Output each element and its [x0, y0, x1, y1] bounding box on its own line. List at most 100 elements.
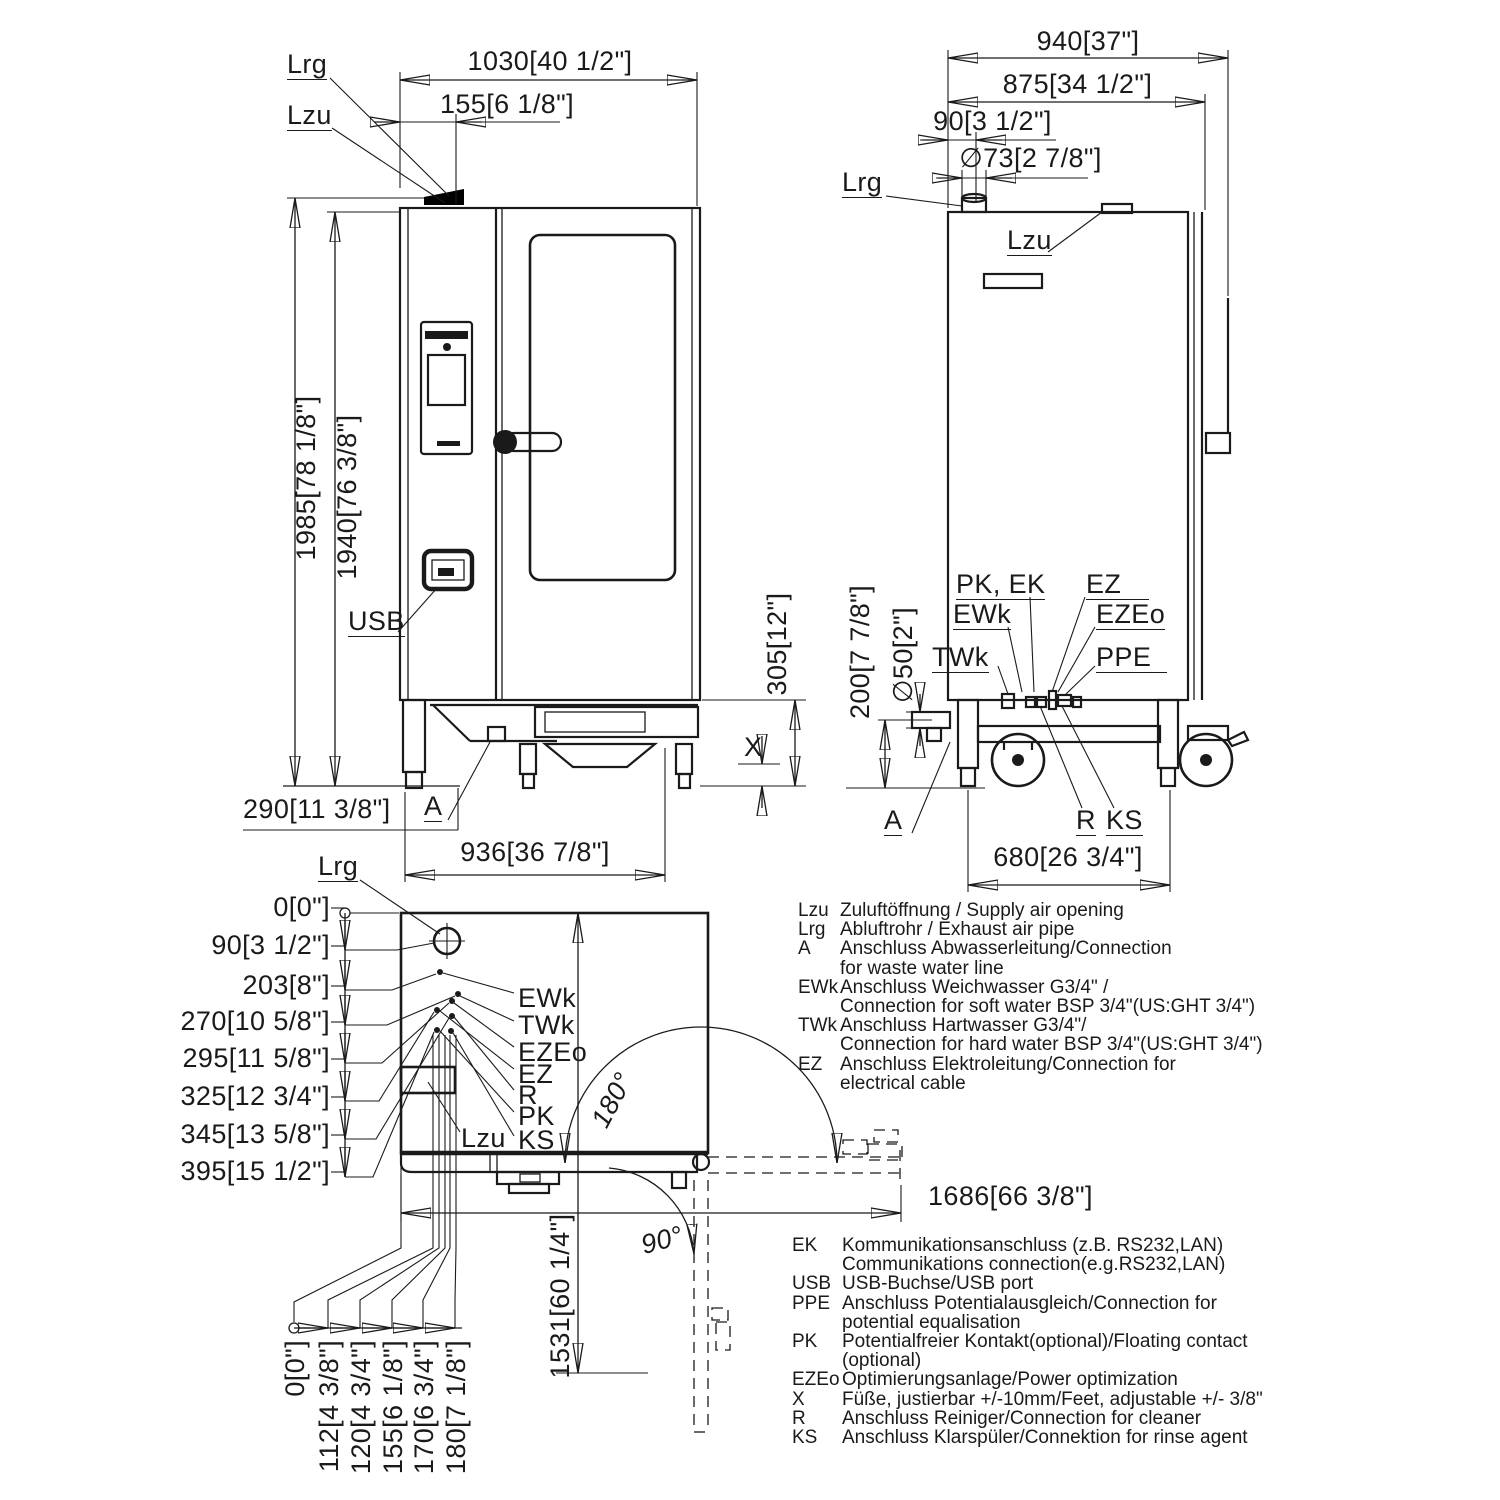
legend-row: USB USB-Buchse/USB port: [792, 1274, 1312, 1293]
front-usb-label: USB: [348, 606, 405, 637]
legend-row: EK Kommunikationsanschluss (z.B. RS232,LA…: [792, 1235, 1312, 1276]
top-bottom-ordinate-dim: 180[7 1/8"]: [441, 1340, 471, 1475]
side-caster-span-dim: 680[26 3/4"]: [993, 842, 1143, 872]
side-cleaner-label: R: [1076, 805, 1096, 836]
front-lzu-label: Lzu: [287, 100, 332, 131]
top-connection-label: KS: [518, 1125, 555, 1155]
top-bottom-ordinate-dim: 155[6 1/8"]: [378, 1340, 408, 1475]
legend-row: X Füße, justierbar +/-10mm/Feet, adjustab…: [792, 1388, 1312, 1410]
front-feet-adjust-label: X: [744, 732, 763, 762]
side-depth-total-dim: 940[37"]: [1036, 26, 1140, 56]
side-pk-ek-label: PK, EK: [956, 569, 1046, 600]
legend-key: EK: [792, 1235, 818, 1256]
legend-row: R Anschluss Reiniger/Connection for clean…: [792, 1409, 1312, 1428]
top-bottom-ordinate-dim: 120[4 3/4"]: [346, 1340, 376, 1475]
front-view: [283, 189, 702, 790]
front-view-dimensions: [243, 72, 806, 882]
top-left-ordinate-dim: 345[13 5/8"]: [180, 1119, 330, 1149]
top-left-ordinate-dim: 395[15 1/2"]: [180, 1156, 330, 1186]
top-bottom-ordinate-dim: 170[6 3/4"]: [409, 1340, 439, 1475]
top-view-dimensions: [288, 879, 903, 1433]
top-connection-label: R: [518, 1080, 538, 1110]
legend-key: PK: [792, 1331, 818, 1353]
top-door-swing-dim: 1686[66 3/8"]: [928, 1181, 1093, 1211]
top-connection-label: EWk: [518, 983, 577, 1013]
side-twk-label: TWk: [932, 642, 989, 673]
legend-key: PPE: [792, 1292, 831, 1314]
legend-key: KS: [792, 1427, 818, 1449]
legend-text: Anschluss Weichwasser G3/4" / Connection…: [840, 976, 1256, 1018]
legend-key: TWk: [798, 1015, 838, 1037]
legend-text: Anschluss Reiniger/Connection for cleane…: [842, 1407, 1202, 1429]
top-left-ordinate-dim: 295[11 5/8"]: [182, 1043, 330, 1073]
side-lrg-label: Lrg: [842, 167, 883, 198]
top-left-ordinate-dim: 0[0"]: [273, 892, 330, 922]
top-bottom-ordinate-dim: 0[0"]: [280, 1340, 310, 1397]
front-base-height-dim: 305[12"]: [762, 592, 792, 696]
top-left-ordinate-dim: 270[10 5/8"]: [180, 1006, 330, 1036]
top-lrg-label: Lrg: [318, 851, 359, 882]
legend-key: EWk: [798, 976, 839, 998]
legend-row: Lzu Zuluftöffnung / Supply air opening: [798, 901, 1268, 920]
side-depth-body-dim: 875[34 1/2"]: [1002, 69, 1153, 99]
top-left-ordinate-dim: 203[8"]: [242, 970, 330, 1000]
side-lzu-label: Lzu: [1007, 225, 1052, 256]
legend-text: Potentialfreier Kontakt(optional)/Floati…: [842, 1331, 1248, 1372]
legend-row: A Anschluss Abwasserleitung/Connection fo…: [798, 938, 1268, 979]
top-lzu-label: Lzu: [461, 1123, 506, 1153]
front-base-length-dim: 936[36 7/8"]: [460, 837, 610, 867]
side-pipe-offset-dim: 90[3 1/2"]: [933, 106, 1052, 136]
front-total-height-dim: 1985[78 1/8"]: [291, 395, 321, 561]
top-connection-label: PK: [518, 1101, 555, 1131]
legend-row: EZ Anschluss Elektroleitung/Connection fo…: [798, 1053, 1268, 1094]
top-connection-label: EZEo: [518, 1037, 588, 1067]
top-depth-open-dim: 1531[60 1/4"]: [545, 1213, 575, 1379]
front-body-height-dim: 1940[76 3/8"]: [332, 414, 362, 580]
side-waste-water-label: A: [884, 805, 903, 836]
top-connection-label: EZ: [518, 1059, 554, 1089]
legend-key: EZ: [798, 1053, 823, 1075]
front-width-dim: 1030[40 1/2"]: [467, 46, 633, 76]
legend-key: Lzu: [798, 900, 829, 921]
side-drain-diameter-dim: ∅50[2"]: [888, 607, 918, 703]
front-vent-offset-dim: 155[6 1/8"]: [439, 89, 575, 119]
top-bottom-ordinate-dim: 112[4 3/8"]: [314, 1340, 344, 1473]
legend-row: PPE Anschluss Potentialausgleich/Connecti…: [792, 1292, 1312, 1333]
side-pipe-diameter-dim: ∅73[2 7/8"]: [959, 143, 1102, 173]
legend-text: Anschluss Elektroleitung/Connection for …: [840, 1053, 1176, 1094]
legend-row: PK Potentialfreier Kontakt(optional)/Floa…: [792, 1331, 1312, 1372]
top-left-ordinate-dim: 90[3 1/2"]: [211, 930, 330, 960]
legend-key: Lrg: [798, 919, 826, 941]
legend-key: X: [792, 1388, 805, 1410]
side-ewk-label: EWk: [953, 599, 1012, 630]
legend-key: EZEo: [792, 1369, 840, 1391]
side-ez-label: EZ: [1086, 570, 1150, 600]
front-waste-water-label: A: [424, 791, 443, 822]
side-ezeo-label: EZEo: [1096, 599, 1166, 630]
legend-text: Anschluss Potentialausgleich/Connection …: [842, 1292, 1217, 1333]
side-ppe-label: PPE: [1096, 643, 1168, 673]
top-left-ordinate-dim: 325[12 3/4"]: [180, 1081, 330, 1111]
side-drain-height-dim: 200[7 7/8"]: [845, 584, 875, 720]
legend-key: A: [798, 938, 811, 960]
legend-text: USB-Buchse/USB port: [842, 1273, 1034, 1295]
side-view-dimensions: [878, 50, 1229, 892]
top-connection-label: TWk: [518, 1010, 575, 1040]
legend-text: Zuluftöffnung / Supply air opening: [840, 900, 1124, 921]
legend-text: Anschluss Abwasserleitung/Connection for…: [840, 938, 1172, 979]
legend-key: R: [792, 1407, 806, 1429]
legend-key: USB: [792, 1273, 832, 1295]
front-lrg-label: Lrg: [287, 49, 328, 80]
side-rinse-label: KS: [1106, 805, 1143, 836]
legend-text: Anschluss Hartwasser G3/4"/ Connection f…: [840, 1015, 1263, 1056]
legend-misc: EK Kommunikationsanschluss (z.B. RS232,LA…: [792, 1236, 1312, 1447]
legend-text: Füße, justierbar +/-10mm/Feet, adjustabl…: [842, 1388, 1263, 1410]
legend-text: Kommunikationsanschluss (z.B. RS232,LAN)…: [842, 1235, 1226, 1276]
legend-text: Optimierungsanlage/Power optimization: [842, 1369, 1178, 1391]
